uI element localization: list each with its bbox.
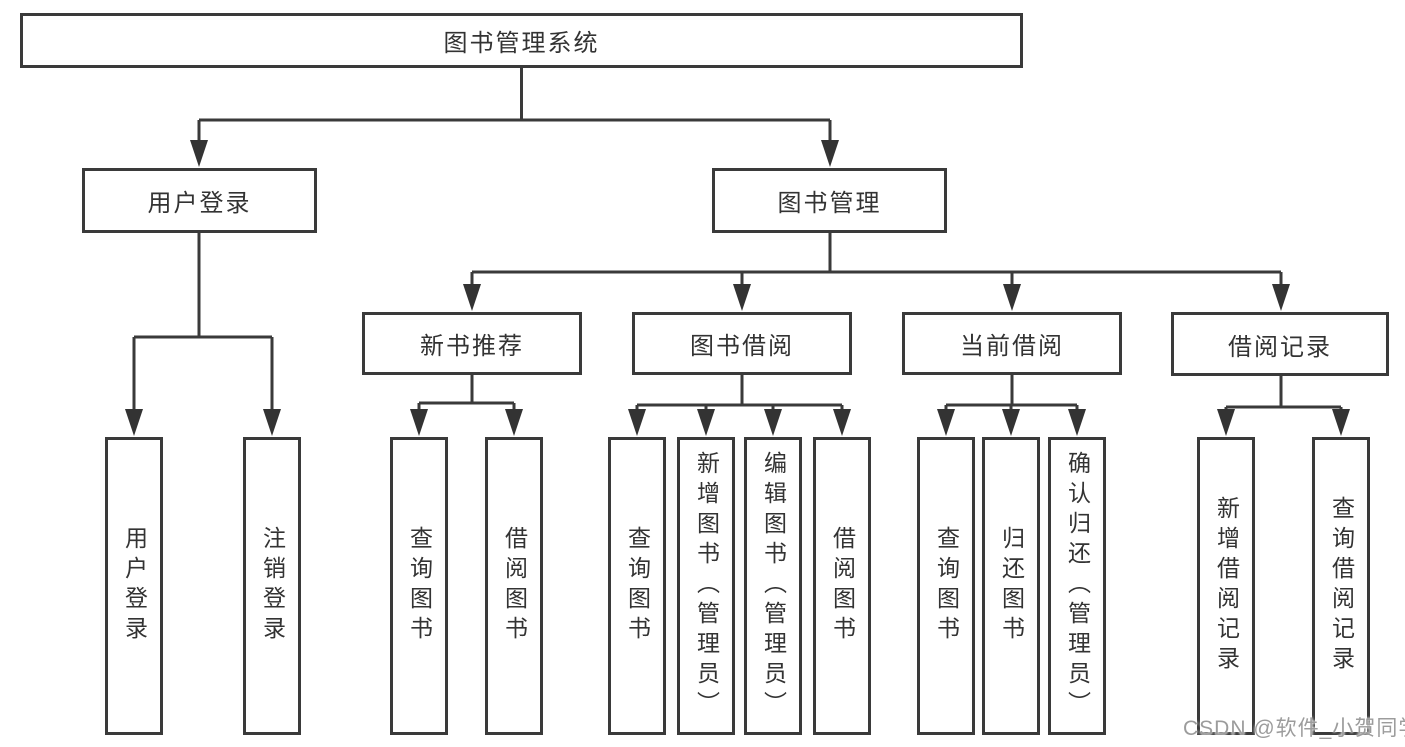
- node-library-system: 图书管理系统: [20, 13, 1023, 68]
- leaf-borrowing-query-book-label: 查询图书: [624, 526, 651, 646]
- leaf-current-return-book-label: 归还图书: [998, 526, 1025, 646]
- leaf-borrowing-edit-book-admin: 编辑图书（管理员）: [744, 437, 802, 735]
- csdn-watermark-prefix: CSDN: [1183, 717, 1254, 740]
- leaf-records-add-record: 新增借阅记录: [1197, 437, 1255, 735]
- leaf-records-add-record-label: 新增借阅记录: [1213, 496, 1240, 676]
- leaf-current-confirm-return-admin: 确认归还（管理员）: [1048, 437, 1106, 735]
- leaf-borrowing-query-book: 查询图书: [608, 437, 666, 735]
- leaf-recommend-borrow-book-label: 借阅图书: [501, 526, 528, 646]
- node-current-borrowing: 当前借阅: [902, 312, 1122, 375]
- leaf-logout-label: 注销登录: [259, 526, 286, 646]
- leaf-recommend-query-book-label: 查询图书: [406, 526, 433, 646]
- node-new-book-recommend: 新书推荐: [362, 312, 582, 375]
- leaf-borrowing-borrow-book-label: 借阅图书: [829, 526, 856, 646]
- leaf-current-confirm-return-admin-label: 确认归还（管理员）: [1064, 451, 1091, 721]
- leaf-recommend-query-book: 查询图书: [390, 437, 448, 735]
- leaf-user-login-label: 用户登录: [121, 526, 148, 646]
- leaf-borrowing-borrow-book: 借阅图书: [813, 437, 871, 735]
- node-borrow-records: 借阅记录: [1171, 312, 1389, 376]
- node-book-borrowing: 图书借阅: [632, 312, 852, 375]
- leaf-borrowing-add-book-admin: 新增图书（管理员）: [677, 437, 735, 735]
- leaf-user-login: 用户登录: [105, 437, 163, 735]
- leaf-current-query-book: 查询图书: [917, 437, 975, 735]
- leaf-borrowing-edit-book-admin-label: 编辑图书（管理员）: [760, 451, 787, 721]
- leaf-recommend-borrow-book: 借阅图书: [485, 437, 543, 735]
- csdn-watermark-handle: @软件_小贺同学: [1253, 717, 1405, 740]
- leaf-records-query-record: 查询借阅记录: [1312, 437, 1370, 735]
- leaf-borrowing-add-book-admin-label: 新增图书（管理员）: [693, 451, 720, 721]
- node-book-management: 图书管理: [712, 168, 947, 233]
- leaf-records-query-record-label: 查询借阅记录: [1328, 496, 1355, 676]
- leaf-logout: 注销登录: [243, 437, 301, 735]
- leaf-current-return-book: 归还图书: [982, 437, 1040, 735]
- csdn-watermark: CSDN @软件_小贺同学: [1183, 712, 1405, 742]
- leaf-current-query-book-label: 查询图书: [933, 526, 960, 646]
- node-user-login: 用户登录: [82, 168, 317, 233]
